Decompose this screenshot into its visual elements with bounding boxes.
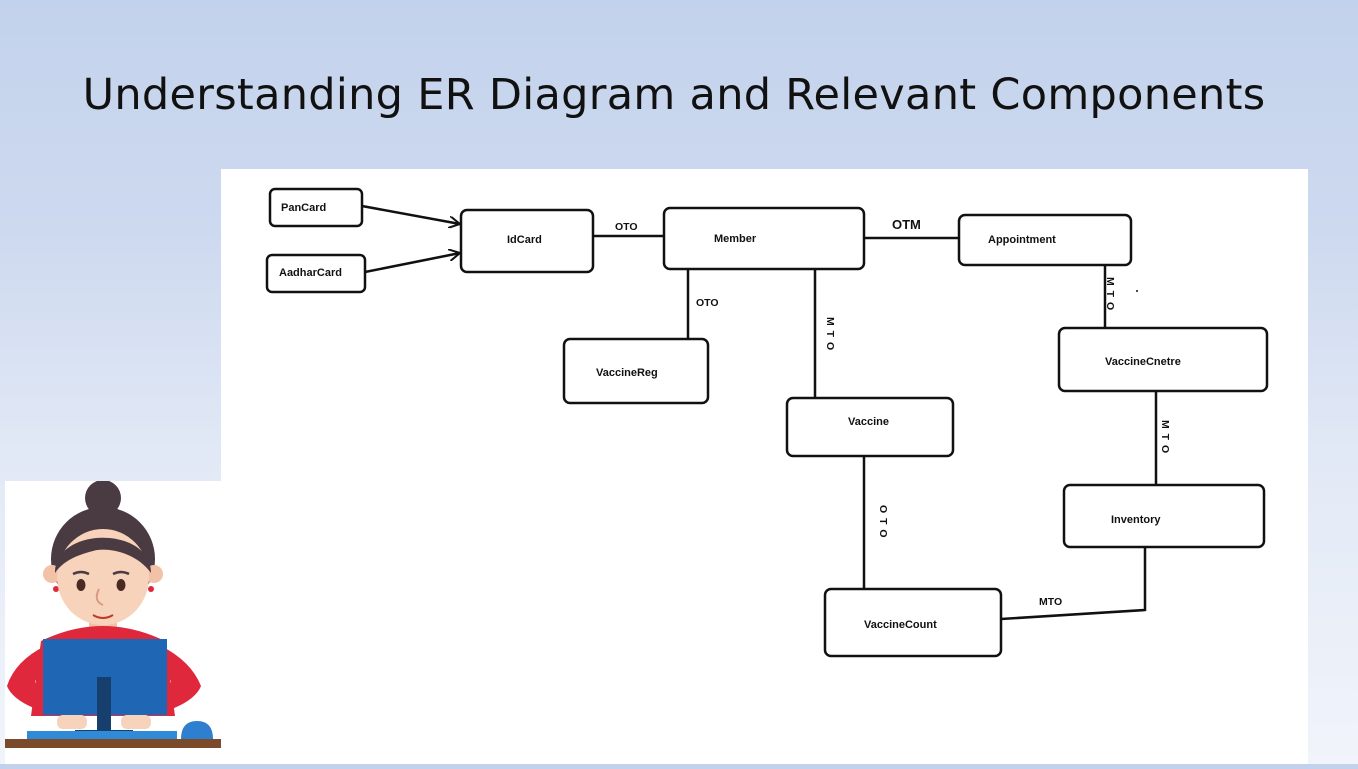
entity-vaccinereg xyxy=(562,337,710,405)
monitor-stand xyxy=(97,677,111,733)
inventory-vaccinecount-line xyxy=(1000,548,1147,621)
entity-vaccinecentre xyxy=(1057,326,1269,393)
entity-label-member: Member xyxy=(714,233,757,245)
slide-title: Understanding ER Diagram and Relevant Co… xyxy=(82,70,1266,120)
rel-label-member-vaccinereg: OTO xyxy=(696,297,719,309)
entity-label-aadharcard: AadharCard xyxy=(279,267,342,279)
entity-aadharcard xyxy=(265,253,367,294)
mouth xyxy=(92,614,114,619)
rel-label-member-vaccine: M T O xyxy=(824,317,836,351)
rel-label-idcard-member: OTO xyxy=(615,221,638,233)
stray-dot xyxy=(1136,290,1138,292)
rel-label-inventory-vaccinecount: MTO xyxy=(1039,596,1062,608)
keyboard xyxy=(27,731,177,739)
rel-label-member-appointment: OTM xyxy=(892,217,921,232)
entity-pancard xyxy=(268,187,364,228)
eye-left xyxy=(76,579,86,591)
entity-inventory xyxy=(1062,483,1266,549)
rel-label-vaccinecentre-inventory: M T O xyxy=(1159,420,1171,454)
er-diagram: PanCard AadharCard IdCard Member Appoint… xyxy=(221,169,1308,764)
entity-appointment xyxy=(957,213,1133,267)
entity-label-vaccinereg: VaccineReg xyxy=(596,367,658,379)
entity-idcard xyxy=(459,208,595,274)
entity-label-appointment: Appointment xyxy=(988,234,1056,246)
hand-left xyxy=(57,715,87,729)
aadharcard-idcard-arrow xyxy=(364,253,460,274)
hand-right xyxy=(121,715,151,729)
entity-label-idcard: IdCard xyxy=(507,234,542,246)
desk xyxy=(5,739,221,748)
entity-member xyxy=(662,206,866,271)
rel-label-appointment-vaccinecentre: M T O xyxy=(1104,277,1116,311)
entity-label-vaccinecentre: VaccineCnetre xyxy=(1105,356,1181,368)
entity-label-vaccinecount: VaccineCount xyxy=(864,619,937,631)
hair-bun xyxy=(85,480,121,516)
nose xyxy=(95,588,104,606)
woman-at-computer-illustration xyxy=(5,480,221,764)
relationship-lines xyxy=(361,204,1158,621)
rel-label-vaccine-vaccinecount: O T O xyxy=(877,505,889,539)
entity-label-pancard: PanCard xyxy=(281,202,326,214)
computer-mouse xyxy=(181,721,213,739)
pancard-idcard-arrow xyxy=(361,204,460,224)
entity-vaccinecount xyxy=(823,587,1003,658)
eyebrow-right xyxy=(112,570,130,576)
entity-label-inventory: Inventory xyxy=(1111,514,1161,526)
entity-vaccine xyxy=(785,396,955,458)
eye-right xyxy=(116,579,126,591)
entity-label-vaccine: Vaccine xyxy=(848,416,889,428)
hair-fringe xyxy=(55,537,151,573)
earring-right xyxy=(148,586,154,592)
earring-left xyxy=(53,586,59,592)
eyebrow-left xyxy=(72,570,90,576)
